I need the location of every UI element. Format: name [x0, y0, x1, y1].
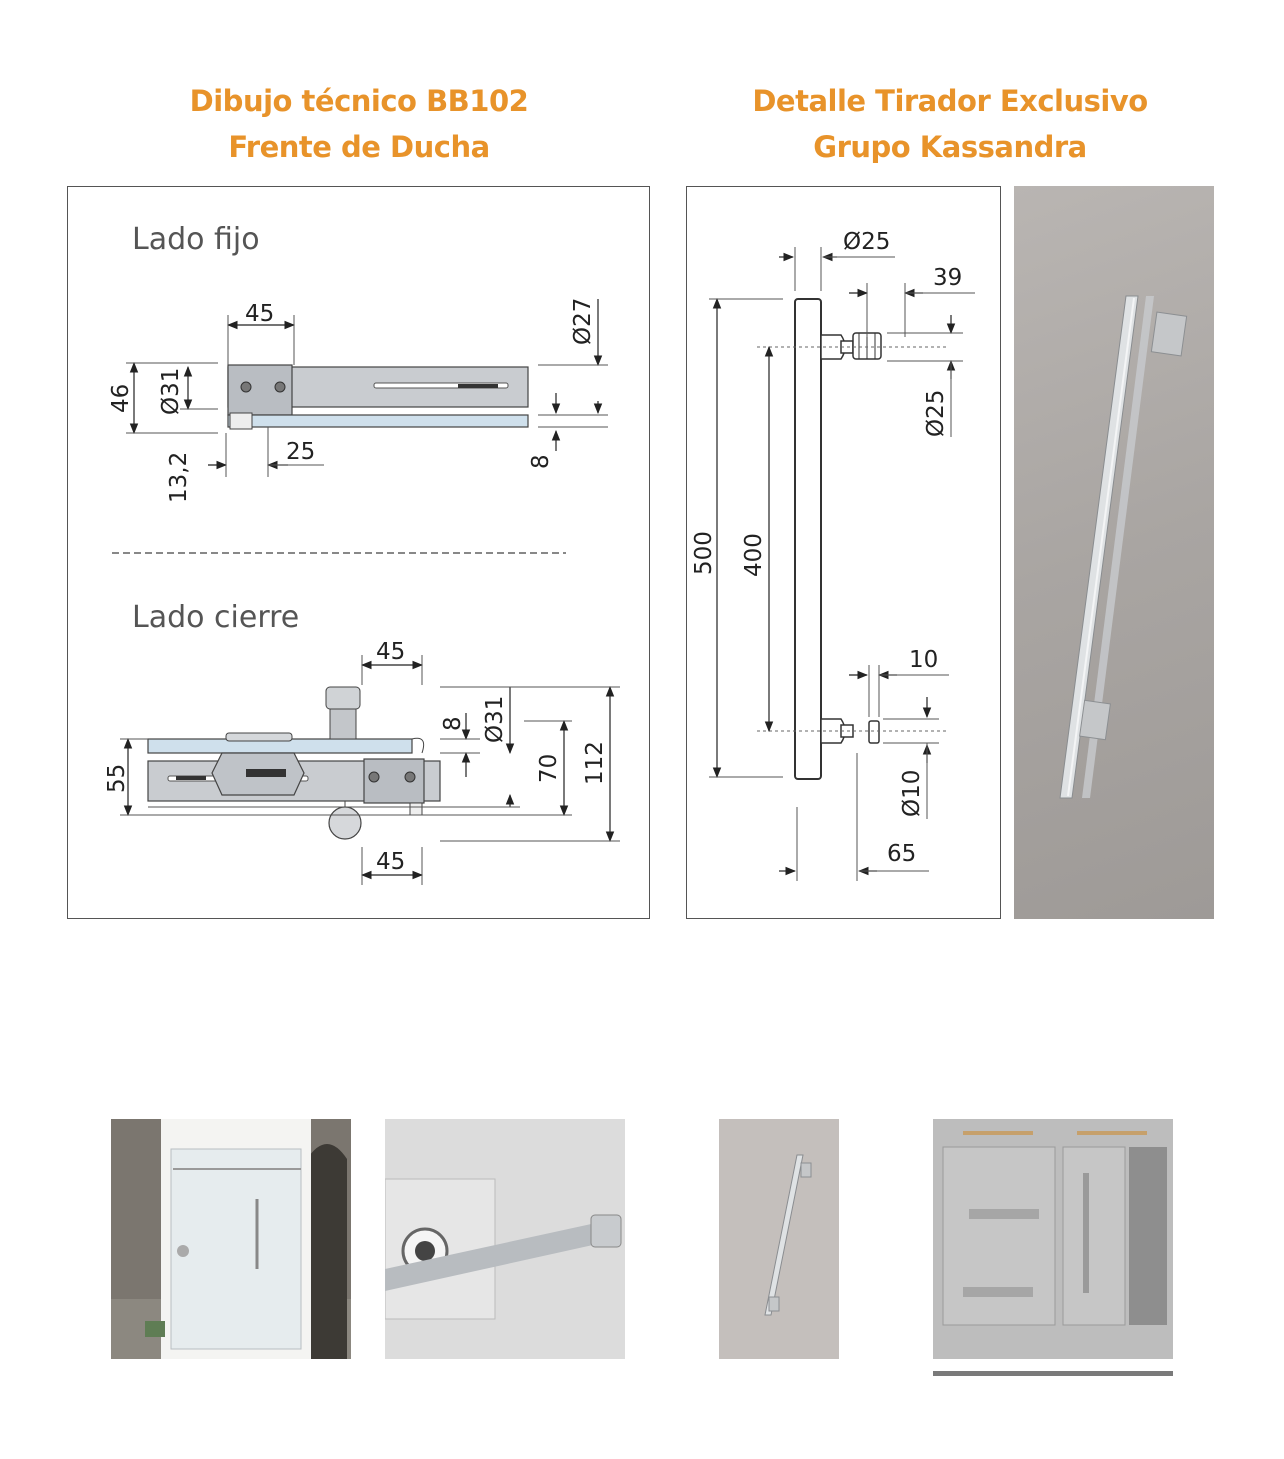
profile-drawing: Lado fijo 45 46 Ø31 Ø27 8 13,2 — [104, 222, 620, 885]
handle-drawing: Ø25 39 Ø25 500 400 10 — [691, 229, 975, 881]
handle-top-offset-dim: 39 — [933, 265, 962, 291]
right-title: Detalle Tirador Exclusivo Grupo Kassandr… — [720, 78, 1180, 170]
handle-photo-art — [1059, 295, 1188, 799]
technical-sheet-art — [933, 1119, 1173, 1359]
left-title-line2: Frente de Ducha — [228, 130, 490, 164]
handle-center-distance-dim: 400 — [741, 533, 767, 577]
fixed-side-label: Lado fijo — [132, 222, 260, 257]
fixed-gap-dim: 25 — [286, 439, 315, 465]
handle-thumb-art — [764, 1154, 812, 1316]
fixed-glass-dim: 8 — [528, 454, 554, 469]
handle-length-dim: 500 — [691, 531, 717, 575]
handle-photo-thumb[interactable] — [719, 1119, 839, 1359]
roller-closeup-photo-thumb[interactable] — [385, 1119, 625, 1359]
left-title: Dibujo técnico BB102 Frente de Ducha — [150, 78, 568, 170]
left-drawing-panel: Lado fijo 45 46 Ø31 Ø27 8 13,2 — [67, 186, 650, 919]
fixed-width-dim: 45 — [245, 301, 274, 327]
technical-sheet-thumbnail[interactable] — [933, 1119, 1173, 1359]
shower-front-photo-thumb[interactable] — [111, 1119, 351, 1359]
closing-diameter31-dim: Ø31 — [482, 696, 508, 743]
handle-knob-diameter-dim: Ø25 — [923, 390, 949, 437]
handle-bottom-diameter-dim: Ø10 — [899, 770, 925, 817]
handle-top-diameter-dim: Ø25 — [843, 229, 890, 255]
handle-bar — [794, 298, 822, 780]
handle-bottom-offset-dim: 10 — [909, 647, 938, 673]
fixed-diameter31-dim: Ø31 — [158, 368, 184, 415]
handle-projection-dim: 65 — [887, 841, 916, 867]
shower-front-art — [111, 1119, 351, 1359]
fixed-diameter27-dim: Ø27 — [570, 298, 596, 345]
closing-glass-dim: 8 — [440, 716, 466, 731]
fixed-offset-dim: 13,2 — [166, 452, 192, 503]
closing-knob — [328, 806, 362, 840]
handle-photo — [1014, 186, 1214, 919]
fixed-glass — [227, 414, 529, 428]
bottom-knob — [868, 720, 880, 744]
handle-drawing-panel: Ø25 39 Ø25 500 400 10 — [686, 186, 1001, 919]
closing-70-dim: 70 — [536, 754, 562, 783]
closing-width-bottom-dim: 45 — [376, 849, 405, 875]
right-title-line2: Grupo Kassandra — [813, 130, 1087, 164]
roller-closeup-art — [385, 1119, 625, 1359]
left-title-line1: Dibujo técnico BB102 — [189, 84, 529, 118]
right-title-line1: Detalle Tirador Exclusivo — [752, 84, 1148, 118]
closing-width-top-dim: 45 — [376, 639, 405, 665]
active-thumbnail-indicator — [933, 1371, 1173, 1376]
closing-height-dim: 55 — [104, 764, 130, 793]
closing-112-dim: 112 — [582, 741, 608, 785]
fixed-height-dim: 46 — [108, 384, 134, 413]
closing-side-label: Lado cierre — [132, 600, 299, 635]
